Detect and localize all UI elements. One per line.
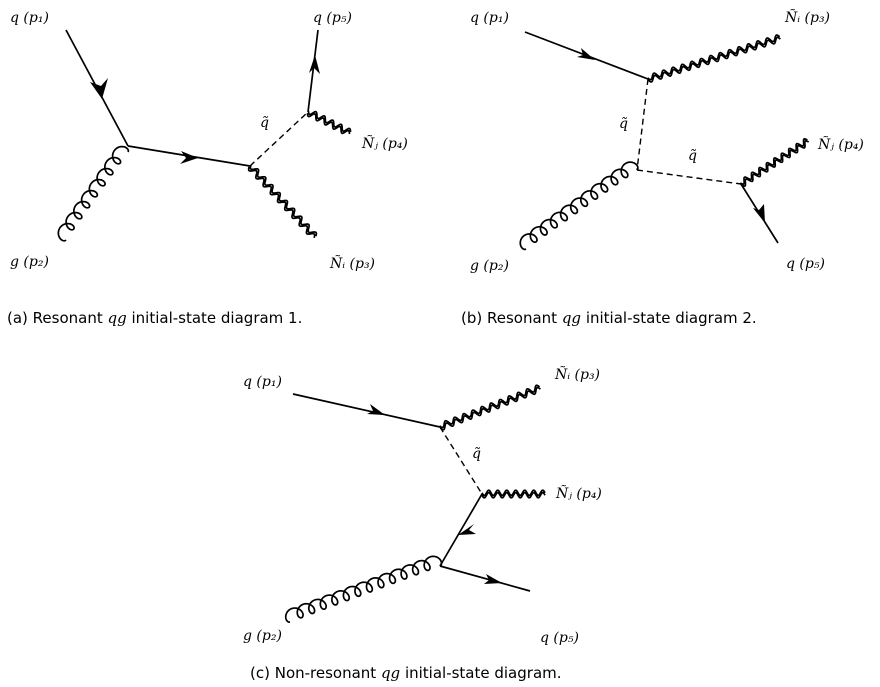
diagram-a-arrow-p5 (309, 55, 320, 74)
diagram-c-label-p5: q (p₅) (540, 630, 579, 646)
diagram-c-arrow-p5 (484, 574, 502, 584)
diagram-b-arrow-p5 (753, 204, 765, 223)
diagram-b-label-p4: Ñⱼ (p₄) (817, 135, 864, 153)
diagram-c: q (p₁) g (p₂) Ñᵢ (p₃) Ñⱼ (p₄) q (p₅) q̃ (243, 365, 602, 646)
diagram-b-labels: q (p₁) g (p₂) Ñᵢ (p₃) Ñⱼ (p₄) q (p₅) q̃ … (470, 8, 864, 274)
caption-b-math: qg (562, 309, 581, 327)
diagram-c-quark-internal (439, 493, 483, 567)
diagram-c-label-p2: g (p₂) (243, 628, 282, 644)
caption-b: (b) Resonant qg initial-state diagram 2. (461, 309, 757, 327)
diagram-c-label-squark: q̃ (472, 446, 481, 462)
caption-c-suffix: initial-state diagram. (400, 664, 561, 682)
diagram-b-gluon-p2 (519, 161, 639, 251)
diagram-a-neutralino-p4 (306, 110, 352, 135)
diagram-b-label-p3: Ñᵢ (p₃) (784, 8, 830, 26)
diagram-c-quark-p1 (292, 393, 441, 428)
diagram-c-label-p1: q (p₁) (243, 374, 282, 390)
diagram-c-neutralino-p4 (481, 489, 546, 499)
caption-a-prefix: (a) Resonant (7, 309, 108, 327)
diagram-a-label-p3: Ñᵢ (p₃) (329, 254, 375, 272)
diagram-c-labels: q (p₁) g (p₂) Ñᵢ (p₃) Ñⱼ (p₄) q (p₅) q̃ (243, 365, 602, 646)
diagram-a-quark-p5 (307, 29, 319, 113)
diagram-a-squark-propagator (249, 111, 309, 167)
diagram-c-arrow-p1 (367, 404, 385, 415)
diagram-b-neutralino-p4 (739, 138, 810, 187)
caption-c-prefix: (c) Non-resonant (250, 664, 381, 682)
diagram-b-arrows (577, 48, 765, 223)
caption-a: (a) Resonant qg initial-state diagram 1. (7, 309, 302, 327)
diagram-a-labels: q (p₁) g (p₂) Ñᵢ (p₃) Ñⱼ (p₄) q (p₅) q̃ (10, 10, 408, 272)
caption-b-prefix: (b) Resonant (461, 309, 562, 327)
diagram-b-label-p5: q (p₅) (786, 256, 825, 272)
diagram-c-label-p4: Ñⱼ (p₄) (555, 484, 602, 502)
diagram-b-squark-horizontal (636, 169, 742, 185)
diagram-c-gluon-p2 (284, 555, 443, 623)
diagram-a-arrow-p1 (90, 78, 108, 99)
diagram-a-neutralino-p3 (247, 164, 318, 239)
diagram-b-label-squark-1: q̃ (619, 116, 628, 132)
caption-a-suffix: initial-state diagram 1. (127, 309, 303, 327)
diagram-a-arrow-internal (180, 151, 198, 164)
diagram-b-neutralino-p3 (647, 34, 781, 83)
diagram-c-neutralino-p3 (439, 384, 541, 431)
caption-a-math: qg (108, 309, 127, 327)
diagram-c-squark-propagator (439, 426, 483, 495)
diagram-a-label-p4: Ñⱼ (p₄) (361, 134, 408, 152)
diagram-b-label-p1: q (p₁) (470, 10, 509, 26)
diagram-c-arrows (367, 404, 502, 584)
diagram-c-quark-p5 (439, 565, 531, 592)
diagram-b-squark-vertical (636, 78, 649, 171)
diagram-b-arrow-p1 (577, 48, 595, 60)
diagram-a-label-p1: q (p₁) (10, 10, 49, 26)
diagram-b: q (p₁) g (p₂) Ñᵢ (p₃) Ñⱼ (p₄) q (p₅) q̃ … (470, 8, 864, 274)
caption-b-suffix: initial-state diagram 2. (581, 309, 757, 327)
diagram-b-label-squark-2: q̃ (688, 148, 697, 164)
diagram-a-lines (57, 29, 352, 242)
diagram-a-gluon-p2 (57, 145, 130, 242)
caption-c-math: qg (381, 664, 400, 682)
diagram-a-label-squark: q̃ (260, 115, 269, 131)
diagram-a-label-p5: q (p₅) (313, 10, 352, 26)
diagram-a-arrows (90, 55, 320, 164)
diagram-a: q (p₁) g (p₂) Ñᵢ (p₃) Ñⱼ (p₄) q (p₅) q̃ (10, 10, 408, 272)
diagram-a-label-p2: g (p₂) (10, 254, 49, 270)
diagram-c-label-p3: Ñᵢ (p₃) (554, 365, 600, 383)
diagram-c-arrow-internal (458, 524, 476, 535)
caption-c: (c) Non-resonant qg initial-state diagra… (250, 664, 562, 682)
diagram-b-label-p2: g (p₂) (470, 258, 509, 274)
